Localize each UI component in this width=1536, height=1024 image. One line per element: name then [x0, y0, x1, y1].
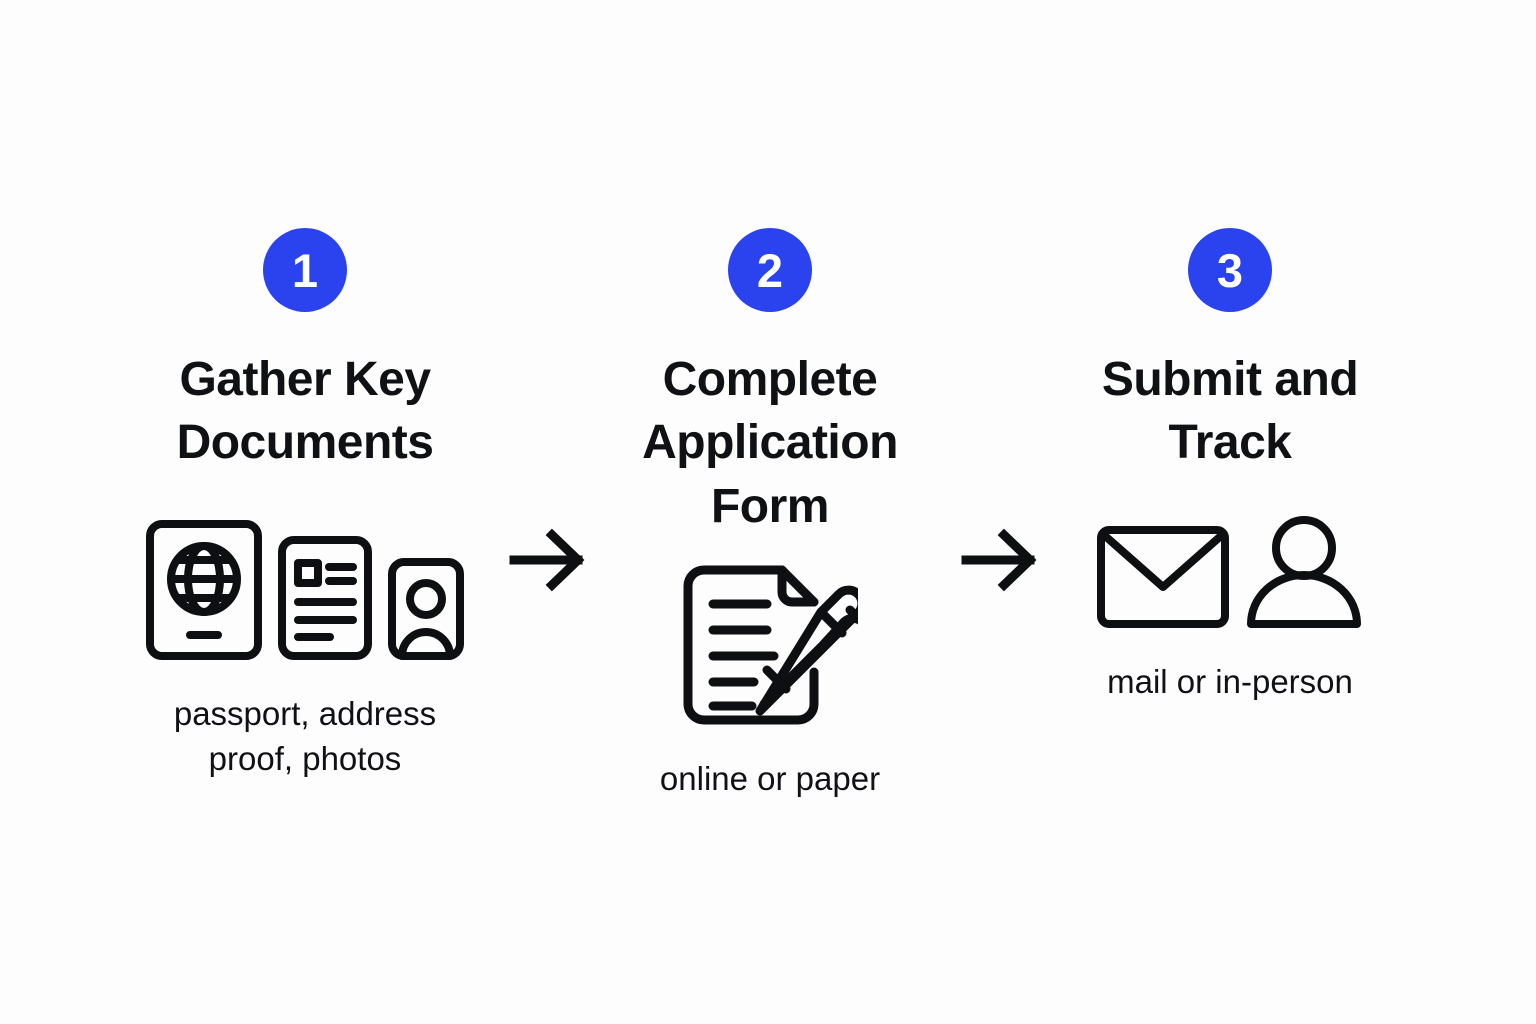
arrow-right-icon — [500, 524, 596, 596]
envelope-icon — [1096, 525, 1230, 629]
step-caption-1: passport, address proof, photos — [173, 694, 437, 778]
step-number-badge-2: 2 — [728, 228, 812, 312]
photo-id-card-icon — [387, 557, 465, 661]
step-caption-2: online or paper — [659, 760, 881, 798]
step-card-2: 2 Complete Application Form — [600, 228, 940, 802]
step-caption-3: mail or in-person — [1107, 662, 1353, 700]
step-icons-1 — [145, 519, 465, 661]
step-card-1: 1 Gather Key Documents — [135, 228, 475, 782]
step-icons-2 — [682, 564, 858, 732]
arrow-right-icon — [952, 524, 1048, 596]
address-proof-document-icon — [277, 535, 373, 661]
step-number-badge-1: 1 — [263, 228, 347, 312]
step-title-1: Gather Key Documents — [176, 353, 434, 470]
person-icon — [1244, 515, 1364, 629]
passport-icon — [145, 519, 263, 661]
step-card-3: 3 Submit and Track mail or in-person — [1060, 228, 1400, 704]
step-title-3: Submit and Track — [1101, 353, 1359, 470]
step-title-2: Complete Application Form — [642, 353, 898, 533]
step-number-badge-3: 3 — [1188, 228, 1272, 312]
document-with-pencil-icon — [682, 564, 858, 732]
step-icons-3 — [1096, 515, 1364, 629]
